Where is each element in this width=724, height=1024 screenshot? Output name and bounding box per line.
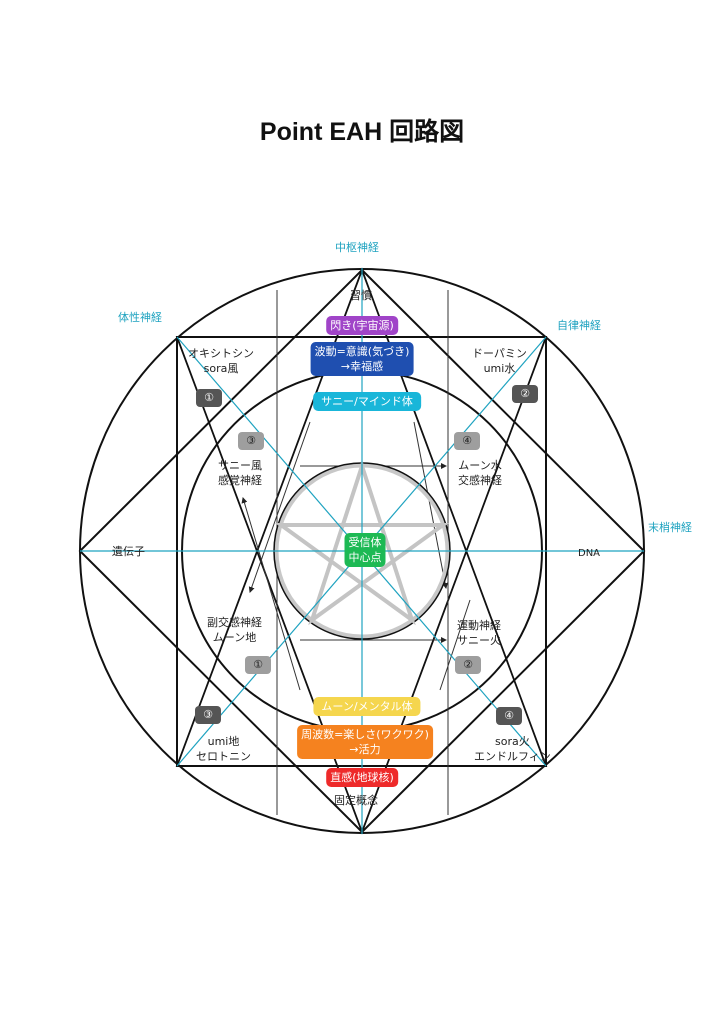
corner-tl-number: ① [196, 389, 222, 407]
label-central-nerve: 中枢神経 [335, 241, 379, 254]
corner-bl-number: ③ [195, 706, 221, 724]
label-habit: 習慣 [350, 289, 372, 302]
box-intuition: 直感(地球核) [326, 768, 398, 787]
box-wave-line1: 波動=意識(気づき) [314, 345, 410, 358]
corner-br-text: sora火エンドルフィン [474, 735, 551, 763]
label-peripheral-nerve: 末梢神経 [648, 521, 692, 534]
inner-br-text: 運動神経サニー火 [457, 619, 501, 647]
arrow [241, 497, 301, 691]
label-somatic-nerve: 体性神経 [118, 311, 162, 324]
box-center-line2: 中心点 [348, 551, 382, 564]
box-inspiration: 閃き(宇宙源) [326, 316, 398, 335]
label-gene: 遺伝子 [112, 545, 145, 558]
arrow [248, 421, 311, 593]
inner-tr-text: ムーン水交感神経 [458, 459, 502, 487]
corner-br-number: ④ [496, 707, 522, 725]
inner-bl-number: ① [245, 656, 271, 674]
inner-tl-text: サニー風感覚神経 [218, 459, 262, 487]
inner-br-number: ② [455, 656, 481, 674]
box-frequency-line1: 周波数=楽しさ(ワクワク) [301, 728, 429, 741]
box-center-line1: 受信体 [348, 536, 382, 549]
box-sunny-mind: サニー/マインド体 [313, 392, 421, 411]
box-wave-line2: →幸福感 [340, 360, 384, 373]
inner-tl-number: ③ [238, 432, 264, 450]
box-moon-mental: ムーン/メンタル体 [313, 697, 421, 716]
label-dna: DNA [578, 548, 601, 559]
corner-tr-number: ② [512, 385, 538, 403]
page-title: Point EAH 回路図 [259, 118, 465, 146]
label-autonomic-nerve: 自律神経 [557, 319, 601, 332]
inner-tr-number: ④ [454, 432, 480, 450]
arrow [413, 421, 448, 589]
box-center: 受信体中心点 [344, 533, 386, 567]
label-fixed-idea: 固定概念 [334, 794, 378, 807]
box-frequency: 周波数=楽しさ(ワクワク) →活力 [297, 725, 433, 759]
inner-bl-text: 副交感神経ムーン地 [207, 616, 262, 644]
corner-bl-text: umi地セロトニン [196, 735, 251, 763]
box-wave: 波動=意識(気づき) →幸福感 [310, 342, 414, 376]
box-frequency-line2: →活力 [349, 743, 381, 756]
arrow [439, 599, 471, 691]
